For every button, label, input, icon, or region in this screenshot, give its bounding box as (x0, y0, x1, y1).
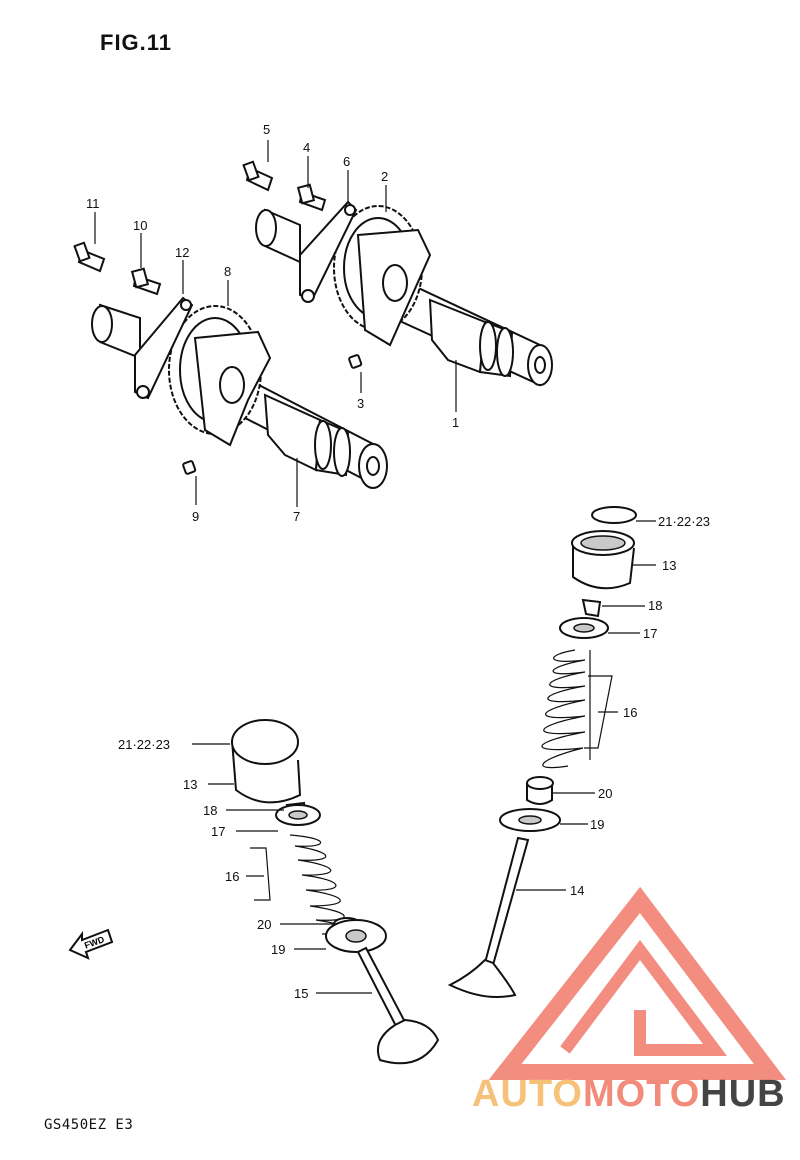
pin-3 (348, 354, 363, 369)
forward-arrow-icon: FWD (68, 928, 114, 960)
cam-sprocket-upper (333, 205, 432, 347)
valve-left (356, 946, 440, 1065)
cam-sprocket-lower (168, 305, 272, 447)
seat-right (499, 808, 561, 832)
callout-left-seat: 19 (271, 942, 285, 957)
watermark-logo (488, 886, 787, 1080)
cotter-right (581, 598, 602, 618)
shim-right (591, 506, 637, 524)
callouts: 5 4 6 2 3 1 11 10 12 8 9 7 21·22·23 13 1… (86, 122, 710, 1001)
callout-left-valve: 15 (294, 986, 308, 1001)
callout-11: 11 (86, 196, 100, 211)
watermark-hub: HUB (700, 1073, 785, 1115)
callout-4: 4 (303, 140, 310, 155)
callout-right-retainer: 17 (643, 626, 657, 641)
callout-6: 6 (343, 154, 350, 169)
bolt-10 (130, 267, 162, 296)
callout-left-cotter: 18 (203, 803, 217, 818)
leader-lines (94, 140, 656, 994)
callout-2: 2 (381, 169, 388, 184)
watermark-moto: MOTO (583, 1073, 700, 1115)
callout-right-tappet: 13 (662, 558, 676, 573)
figure-title: FIG.11 (100, 30, 173, 55)
callout-1: 1 (452, 415, 459, 430)
callout-7: 7 (293, 509, 300, 524)
tappet-right (571, 530, 635, 590)
callout-9: 9 (192, 509, 199, 524)
callout-right-spring: 16 (623, 705, 637, 720)
callout-left-spring: 16 (225, 869, 239, 884)
callout-left-retainer: 17 (211, 824, 225, 839)
callout-right-shim: 21·22·23 (658, 514, 710, 529)
tappet-left (231, 719, 302, 804)
retainer-left (275, 804, 321, 826)
bolt-5 (242, 160, 274, 192)
watermark-text: AUTOMOTOHUB (472, 1073, 786, 1115)
pin-9 (182, 460, 197, 475)
sprocket-guide-plate-upper (299, 200, 358, 303)
watermark-auto: AUTO (472, 1073, 583, 1115)
callout-12: 12 (175, 245, 189, 260)
callout-3: 3 (357, 396, 364, 411)
camshaft-exhaust (255, 208, 553, 387)
callout-right-seat: 19 (590, 817, 604, 832)
model-code: GS450EZ E3 (44, 1117, 134, 1133)
callout-10: 10 (133, 218, 147, 233)
retainer-right (559, 617, 609, 639)
spring-left (289, 834, 348, 935)
callout-right-cotter: 18 (648, 598, 662, 613)
callout-right-seal: 20 (598, 786, 612, 801)
callout-8: 8 (224, 264, 231, 279)
spring-right (541, 649, 591, 769)
callout-right-valve: 14 (570, 883, 584, 898)
bolt-11 (73, 241, 106, 273)
callout-5: 5 (263, 122, 270, 137)
bolt-4 (296, 183, 327, 212)
callout-left-shim: 21·22·23 (118, 737, 170, 752)
valve-right (447, 836, 530, 998)
sprocket-guide-plate-lower (134, 296, 194, 400)
seal-right (526, 776, 554, 805)
seat-left (325, 919, 387, 953)
camshaft-intake (91, 303, 388, 489)
callout-left-seal: 20 (257, 917, 271, 932)
callout-left-tappet: 13 (183, 777, 197, 792)
svg-text:AUTOMOTOHUB: AUTOMOTOHUB (472, 1073, 786, 1115)
